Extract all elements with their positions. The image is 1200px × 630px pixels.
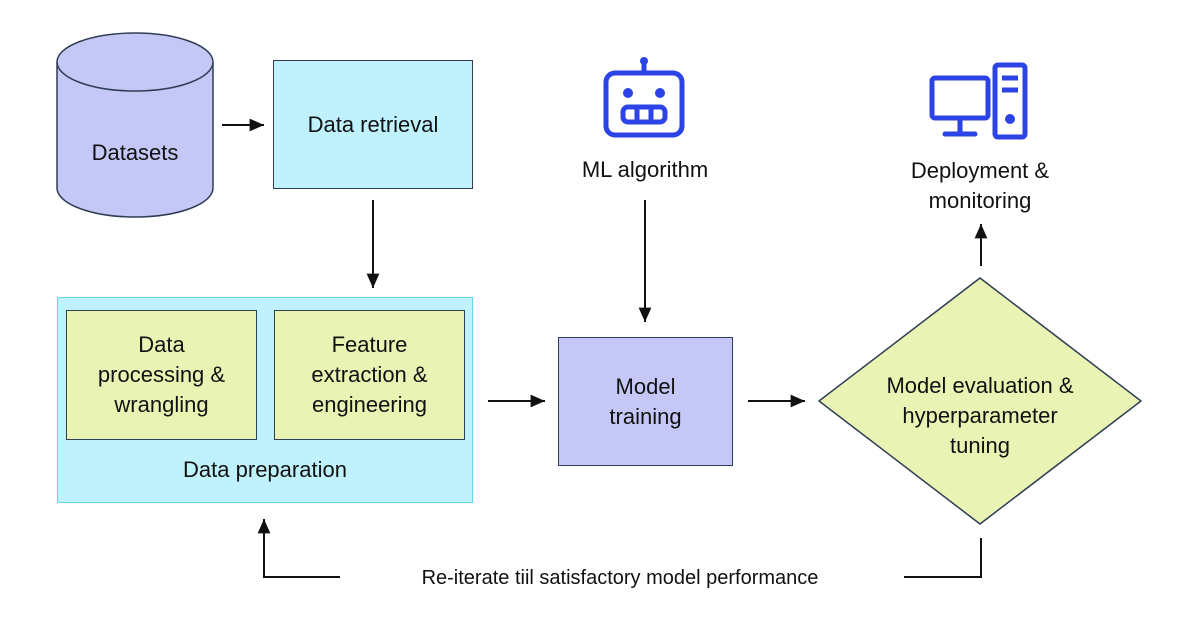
- loop-line-right: [904, 538, 982, 578]
- feature-extraction-label: Feature extraction & engineering: [311, 332, 428, 417]
- computer-icon: [929, 62, 1028, 140]
- data-processing-node: Data processing & wrangling: [66, 310, 257, 440]
- model-evaluation-diamond: [817, 277, 1143, 525]
- robot-icon: [603, 57, 685, 138]
- datasets-label: Datasets: [91, 140, 179, 165]
- data-retrieval-node: Data retrieval: [273, 60, 473, 189]
- deployment-label: Deployment & monitoring: [910, 158, 1050, 213]
- reiterate-loop-label: Re-iterate tiil satisfactory model perfo…: [340, 564, 900, 592]
- data-preparation-label: Data preparation: [183, 457, 347, 482]
- feature-extraction-node: Feature extraction & engineering: [274, 310, 465, 440]
- data-retrieval-label: Data retrieval: [307, 111, 439, 137]
- loop-arrow-left: [257, 519, 340, 578]
- database-cylinder-icon: [56, 32, 214, 218]
- model-training-label: Model training: [609, 373, 682, 429]
- ml-algorithm-label: ML algorithm: [581, 157, 709, 182]
- model-evaluation-label: Model evaluation & hyperparameter tuning: [886, 373, 1074, 458]
- data-processing-label: Data processing & wrangling: [97, 332, 226, 417]
- model-training-node: Model training: [558, 337, 733, 466]
